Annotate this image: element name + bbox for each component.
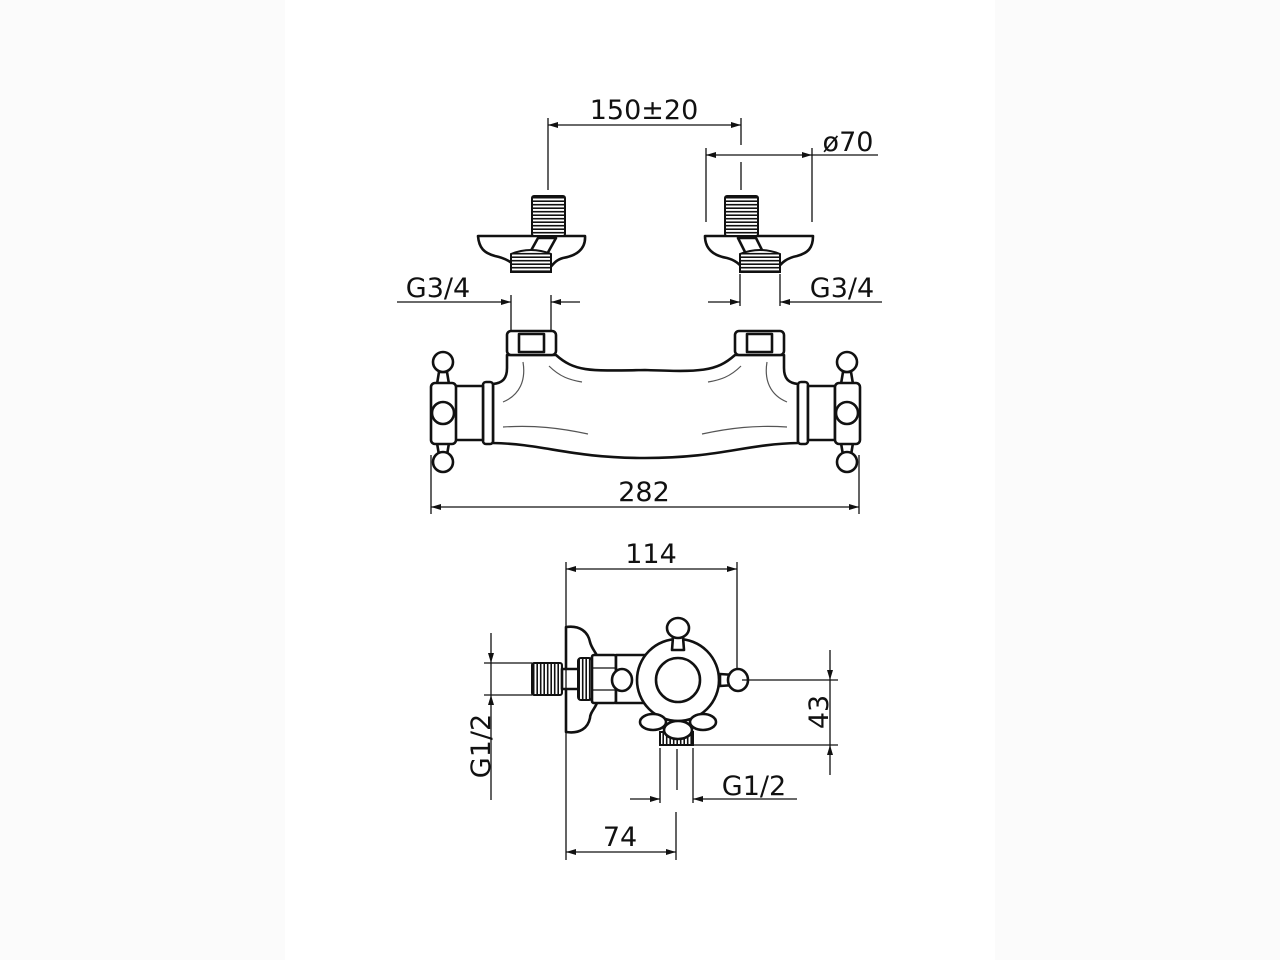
dimension-outlet-offset: 43 <box>693 650 838 775</box>
outlet-thread-label: G1/2 <box>722 771 786 802</box>
depth-label: 114 <box>625 539 677 570</box>
handle-right <box>833 350 862 474</box>
left-margin <box>0 0 285 960</box>
inlet-thread-left-label: G3/4 <box>406 273 470 304</box>
dimension-depth: 114 <box>565 539 738 860</box>
escutcheon-diameter-label: ø70 <box>823 127 874 158</box>
side-thread-label: G1/2 <box>466 714 497 778</box>
handle-left <box>429 350 458 474</box>
dimension-wall-to-outlet: 74 <box>566 812 677 860</box>
fitting-right <box>703 195 815 273</box>
mixer-side-view <box>531 616 750 746</box>
right-margin <box>995 0 1280 960</box>
dimension-inlet-thread-left: G3/4 <box>397 273 580 330</box>
inlet-spacing-label: 150±20 <box>590 95 699 126</box>
fitting-left <box>476 195 587 273</box>
inlet-thread-right-label: G3/4 <box>810 273 874 304</box>
dimension-overall-width: 282 <box>430 455 860 514</box>
dimension-side-thread: G1/2 <box>466 633 532 800</box>
dimension-inlet-spacing: 150±20 <box>547 95 742 190</box>
wall-to-outlet-label: 74 <box>603 822 637 853</box>
outlet-offset-label: 43 <box>804 695 835 729</box>
mixer-body-front <box>453 329 837 460</box>
dimension-outlet-thread: G1/2 <box>630 748 797 803</box>
overall-width-label: 282 <box>618 477 670 508</box>
dimension-escutcheon-diameter: ø70 <box>705 127 878 222</box>
dimension-inlet-thread-right: G3/4 <box>708 273 882 306</box>
